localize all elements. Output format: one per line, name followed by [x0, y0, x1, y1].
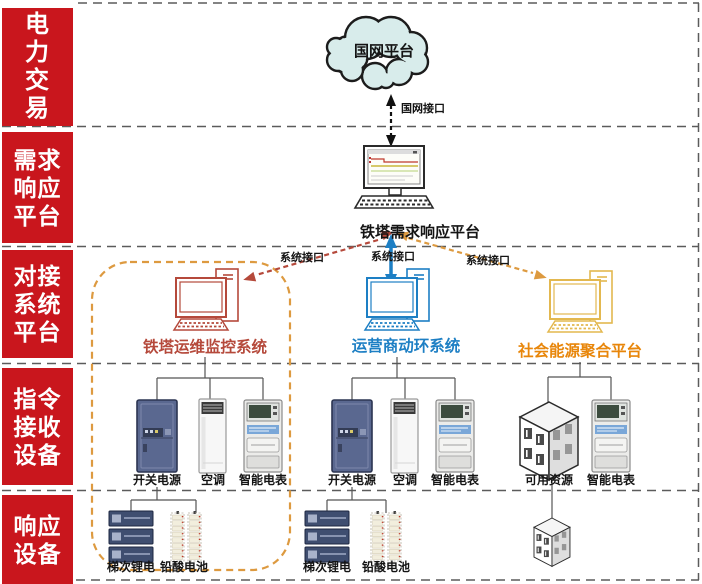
- response-resource-building-icon: [533, 517, 571, 567]
- operator-system-pc-icon: [364, 268, 430, 331]
- air-conditioner-icon-1: [198, 398, 227, 474]
- switch-power-icon-1: [136, 399, 178, 473]
- sidebar-band-command-receiving-equipment: 指令 接收 设备: [2, 368, 73, 485]
- tower-monitoring-pc-icon: [173, 268, 239, 331]
- switch-power-label-1: 开关电源: [132, 473, 182, 487]
- available-resources-label: 可用资源: [524, 473, 574, 487]
- lead-acid-battery-label-1: 铅酸电池: [159, 560, 209, 574]
- grid-interface-arrow: [386, 94, 396, 147]
- system-interface-label-middle: 系统接口: [371, 251, 415, 263]
- lithium-battery-rack-icon-2: [304, 510, 350, 563]
- lithium-battery-label-1: 梯次锂电: [106, 560, 156, 574]
- platform-label: 铁塔需求响应平台: [359, 224, 481, 241]
- social-energy-pc-icon: [547, 270, 613, 333]
- smart-meter-icon-2: [435, 399, 475, 473]
- lead-acid-battery-icon-2: [370, 510, 402, 562]
- lithium-battery-label-2: 梯次锂电: [302, 560, 352, 574]
- sidebar-band-demand-response-platform: 需求 响应 平台: [2, 132, 73, 243]
- smart-meter-icon-1: [243, 399, 283, 473]
- switch-power-icon-2: [331, 399, 373, 473]
- lead-acid-battery-icon-1: [170, 510, 202, 562]
- tower-monitoring-system-label: 铁塔运维监控系统: [142, 339, 268, 356]
- grid-interface-label: 国网接口: [401, 103, 445, 115]
- air-conditioner-label-1: 空调: [200, 473, 226, 487]
- platform-monitor-icon: [353, 145, 435, 209]
- tower-column-highlight-box: [90, 260, 292, 572]
- sidebar-band-power-trading: 电 力 交 易: [2, 8, 73, 126]
- system-interface-label-right: 系统接口: [466, 255, 510, 267]
- operator-system-label: 运营商动环系统: [351, 338, 461, 355]
- system-interface-arrow-orange: [396, 231, 547, 280]
- smart-meter-label-1: 智能电表: [238, 473, 288, 487]
- air-conditioner-icon-2: [390, 398, 419, 474]
- system-interface-arrow-red: [243, 230, 394, 282]
- sidebar-band-docking-system-platform: 对接 系统 平台: [2, 250, 73, 358]
- smart-meter-label-2: 智能电表: [430, 473, 480, 487]
- air-conditioner-label-2: 空调: [392, 473, 418, 487]
- state-grid-cloud-icon: [325, 15, 430, 91]
- lead-acid-battery-label-2: 铅酸电池: [361, 560, 411, 574]
- available-resources-icon: [519, 401, 579, 481]
- switch-power-label-2: 开关电源: [327, 473, 377, 487]
- sidebar-band-response-equipment: 响应 设备: [2, 495, 73, 584]
- smart-meter-icon-3: [591, 399, 631, 473]
- lithium-battery-rack-icon-1: [108, 510, 154, 563]
- system-interface-label-left: 系统接口: [280, 252, 324, 264]
- social-energy-platform-label: 社会能源聚合平台: [517, 343, 643, 360]
- connector-lines: [130, 357, 612, 519]
- smart-meter-label-3: 智能电表: [586, 473, 636, 487]
- cloud-label: 国网平台: [353, 43, 415, 60]
